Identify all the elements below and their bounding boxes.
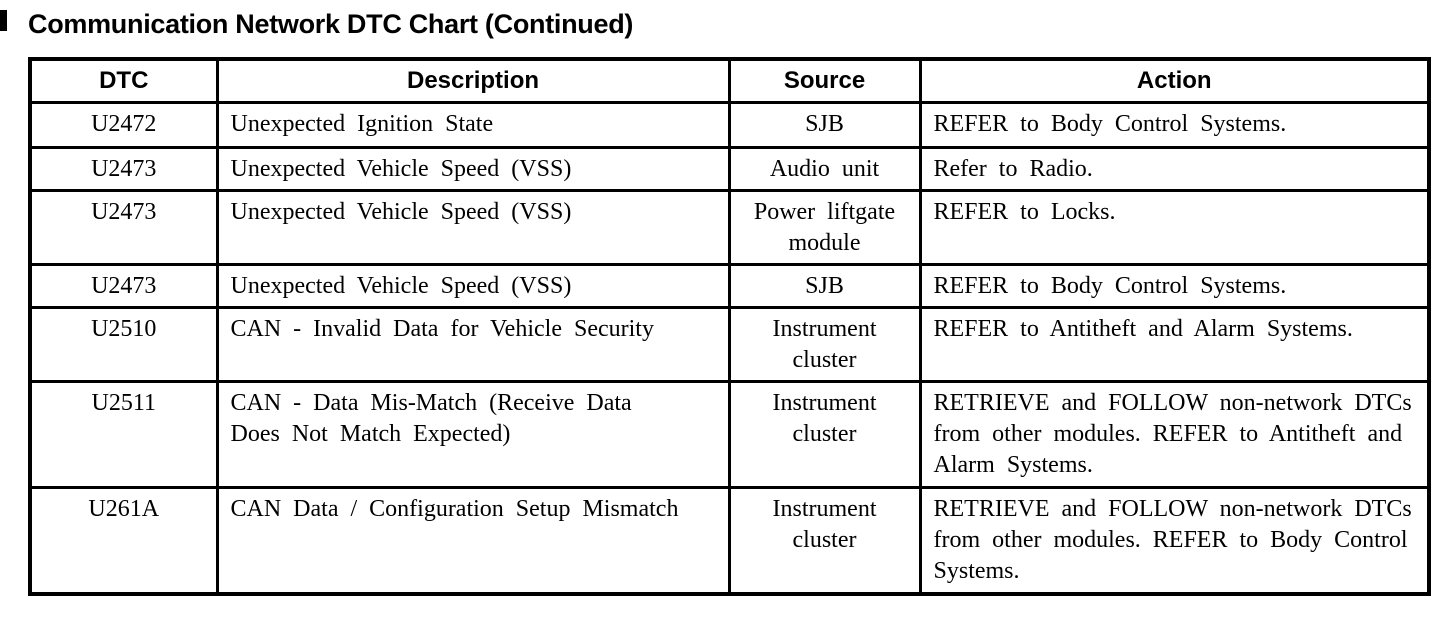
action-cell: REFER to Body Control Systems.	[918, 262, 1431, 309]
dtc-cell: U261A	[28, 485, 219, 596]
description-cell: CAN Data / Configuration Setup Mismatch	[215, 485, 731, 596]
column-header-description: Description	[215, 57, 731, 104]
description-cell: CAN - Invalid Data for Vehicle Security	[215, 305, 731, 383]
action-cell: Refer to Radio.	[918, 145, 1431, 192]
column-header-source: Source	[727, 57, 922, 104]
action-cell: REFER to Antitheft and Alarm Systems.	[918, 305, 1431, 383]
table-row: U2473 Unexpected Vehicle Speed (VSS) SJB…	[28, 262, 1431, 309]
source-cell: Power liftgate module	[727, 188, 922, 266]
column-header-dtc: DTC	[28, 57, 219, 104]
source-cell: Instrument cluster	[727, 379, 922, 489]
dtc-cell: U2472	[28, 100, 219, 149]
description-cell: Unexpected Vehicle Speed (VSS)	[215, 145, 731, 192]
dtc-cell: U2473	[28, 262, 219, 309]
action-cell: RETRIEVE and FOLLOW non-network DTCs fro…	[918, 379, 1431, 489]
source-cell: Audio unit	[727, 145, 922, 192]
table-header-row: DTC Description Source Action	[28, 57, 1431, 104]
description-cell: CAN - Data Mis-Match (Receive Data Does …	[215, 379, 731, 489]
column-header-action: Action	[918, 57, 1431, 104]
source-cell: Instrument cluster	[727, 305, 922, 383]
table-row: U2511 CAN - Data Mis-Match (Receive Data…	[28, 379, 1431, 489]
action-cell: RETRIEVE and FOLLOW non-network DTCs fro…	[918, 485, 1431, 596]
dtc-cell: U2510	[28, 305, 219, 383]
source-cell: SJB	[727, 262, 922, 309]
table-row: U2473 Unexpected Vehicle Speed (VSS) Aud…	[28, 145, 1431, 192]
table-row: U2473 Unexpected Vehicle Speed (VSS) Pow…	[28, 188, 1431, 266]
page-title: Communication Network DTC Chart (Continu…	[28, 9, 634, 39]
dtc-table: DTC Description Source Action U2472 Unex…	[28, 57, 1431, 596]
table-row: U2510 CAN - Invalid Data for Vehicle Sec…	[28, 305, 1431, 383]
dtc-cell: U2511	[28, 379, 219, 489]
description-cell: Unexpected Ignition State	[215, 100, 731, 149]
source-cell: SJB	[727, 100, 922, 149]
dtc-cell: U2473	[28, 145, 219, 192]
scan-artifact-mark	[0, 10, 7, 31]
action-cell: REFER to Locks.	[918, 188, 1431, 266]
description-cell: Unexpected Vehicle Speed (VSS)	[215, 188, 731, 266]
table-row: U261A CAN Data / Configuration Setup Mis…	[28, 485, 1431, 596]
action-cell: REFER to Body Control Systems.	[918, 100, 1431, 149]
description-cell: Unexpected Vehicle Speed (VSS)	[215, 262, 731, 309]
table-row: U2472 Unexpected Ignition State SJB REFE…	[28, 100, 1431, 149]
source-cell: Instrument cluster	[727, 485, 922, 596]
dtc-cell: U2473	[28, 188, 219, 266]
